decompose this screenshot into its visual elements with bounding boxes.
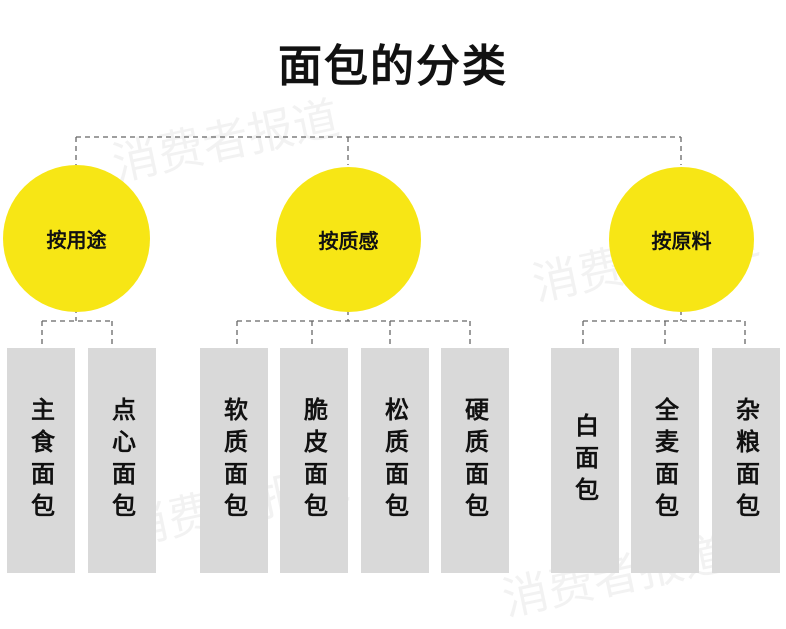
leaf-box: 杂粮面包 — [712, 348, 780, 573]
leaf-label: 软质面包 — [219, 396, 248, 525]
leaf-label: 白面包 — [570, 412, 599, 509]
leaf-box: 软质面包 — [200, 348, 268, 573]
category-label: 按质感 — [318, 229, 379, 253]
leaf-label: 硬质面包 — [460, 396, 489, 525]
category-circle-by-ingredient: 按原料 — [609, 167, 754, 312]
leaf-box: 硬质面包 — [441, 348, 509, 573]
connector-lines — [41, 136, 746, 348]
leaf-label: 脆皮面包 — [299, 396, 328, 525]
category-label: 按原料 — [651, 229, 712, 253]
leaf-label: 点心面包 — [107, 396, 136, 525]
category-label: 按用途 — [46, 228, 107, 252]
leaf-box: 主食面包 — [7, 348, 75, 573]
leaf-label: 杂粮面包 — [731, 396, 760, 525]
leaf-box: 全麦面包 — [631, 348, 699, 573]
leaf-box: 松质面包 — [361, 348, 429, 573]
leaf-label: 松质面包 — [380, 396, 409, 525]
category-circle-by-texture: 按质感 — [276, 167, 421, 312]
leaf-box: 白面包 — [551, 348, 619, 573]
page-title: 面包的分类 — [278, 41, 508, 92]
category-circle-by-use: 按用途 — [3, 165, 150, 312]
leaf-label: 全麦面包 — [650, 396, 679, 525]
leaf-box: 脆皮面包 — [280, 348, 348, 573]
leaf-box: 点心面包 — [88, 348, 156, 573]
leaf-label: 主食面包 — [26, 396, 55, 525]
